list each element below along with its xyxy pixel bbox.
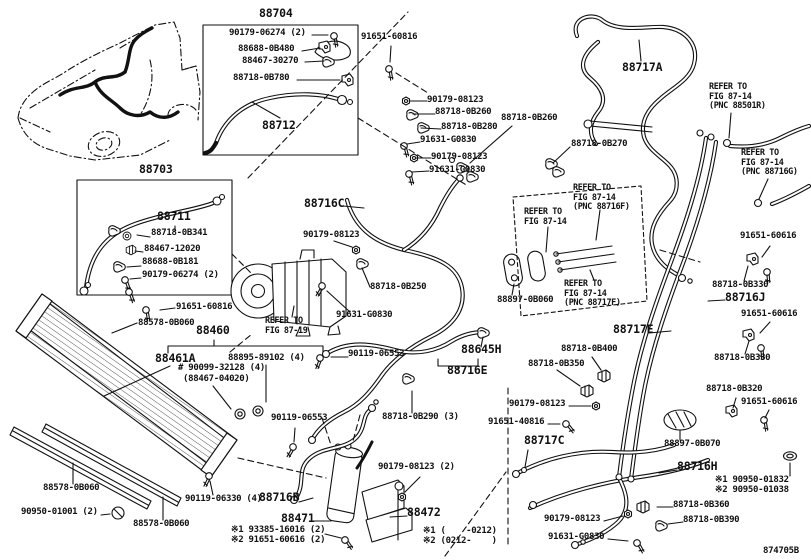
part-label-88718-0B390: 88718-0B390 xyxy=(683,515,740,525)
part-label-91631-G0830-d: 91631-G0830 xyxy=(548,532,605,542)
part-label-88712: 88712 xyxy=(262,118,296,132)
part-label-88718-0B290: 88718-0B290 (3) xyxy=(382,412,459,422)
part-label-90179-08123-b: 90179-08123 xyxy=(431,152,488,162)
part-label-91631-G0830-a: 91631-G0830 xyxy=(420,135,477,145)
bracket-lines xyxy=(167,339,479,371)
part-label-88718-0B280: 88718-0B280 xyxy=(441,122,498,132)
part-label-88578-0B060-c: 88578-0B060 xyxy=(138,318,195,328)
part-label-note1-93385-16016: ※1 93385-16016 (2) xyxy=(231,525,326,535)
grommets xyxy=(503,250,798,461)
part-label-88578-0B060-a: 88578-0B060 xyxy=(43,483,100,493)
part-label-90179-08123-a: 90179-08123 xyxy=(427,95,484,105)
part-label-91651-60616-a: 91651-60616 xyxy=(740,231,797,241)
part-label-88645H: 88645H xyxy=(461,342,502,356)
receiver-drier-88471 xyxy=(326,442,364,524)
part-label-91651-60616-c: 91651-60616 xyxy=(741,397,798,407)
leader-lines xyxy=(72,34,791,542)
part-label-note1-90950-01832: ※1 90950-01832 xyxy=(715,475,789,485)
part-label-88688-0B181: 88688-0B181 xyxy=(142,257,199,267)
part-label-90119-06330: 90119-06330 (4) xyxy=(185,494,262,504)
dashed-lines xyxy=(229,11,701,557)
bracket-88472 xyxy=(361,479,413,543)
part-label-88716J: 88716J xyxy=(725,290,766,304)
part-label-note1-date: ※1 ( -0212) xyxy=(423,526,497,536)
part-label-88897-0B070: 88897-0B070 xyxy=(664,439,721,449)
part-label-88718-0B330-b: 88718-0B330 xyxy=(714,353,771,363)
part-label-88717C: 88717C xyxy=(524,433,565,447)
part-label-90179-08123-e: 90179-08123 xyxy=(544,514,601,524)
part-label-88578-0B060-b: 88578-0B060 xyxy=(133,519,190,529)
part-label-91631-G0830-c: 91631-G0830 xyxy=(336,310,393,320)
part-label-88461A: 88461A xyxy=(155,351,196,365)
part-label-90179-06274-b: 90179-06274 (2) xyxy=(142,270,219,280)
part-label-88716B: 88716B xyxy=(259,490,300,504)
pipes xyxy=(293,14,811,547)
part-label-88718-0B260-b: 88718-0B260 xyxy=(501,113,558,123)
part-label-88471: 88471 xyxy=(281,511,315,525)
part-label-90119-06553-a: 90119-06553 xyxy=(348,349,405,359)
part-label-88460: 88460 xyxy=(196,323,230,337)
part-label-88895-89102: 88895-89102 (4) xyxy=(228,353,305,363)
part-label-88467-04020: (88467-04020) xyxy=(183,374,250,384)
harness-routing xyxy=(58,26,180,119)
fastener-icons xyxy=(108,30,777,554)
part-label-91651-60616-b: 91651-60616 xyxy=(741,309,798,319)
part-label-88716C: 88716C xyxy=(304,196,345,210)
part-label-88467-30270: 88467-30270 xyxy=(242,56,299,66)
part-label-90179-08123-c: 90179-08123 xyxy=(303,230,360,240)
part-label-90179-08123-f: 90179-08123 (2) xyxy=(378,462,455,472)
part-label-88467-12020: 88467-12020 xyxy=(144,244,201,254)
part-label-88703: 88703 xyxy=(139,162,173,176)
part-label-88718-0B320: 88718-0B320 xyxy=(706,384,763,394)
part-label-88718-0B341: 88718-0B341 xyxy=(151,228,208,238)
part-label-90950-01001: 90950-01001 (2) xyxy=(21,507,98,517)
part-label-88704: 88704 xyxy=(259,6,293,20)
part-label-88716H: 88716H xyxy=(677,459,718,473)
part-label-88718-0B350: 88718-0B350 xyxy=(528,359,585,369)
part-label-88718-0B330-a: 88718-0B330 xyxy=(712,280,769,290)
part-label-88472: 88472 xyxy=(407,505,441,519)
part-label-90179-06274-a: 90179-06274 (2) xyxy=(229,28,306,38)
part-label-88718-0B360: 88718-0B360 xyxy=(673,500,730,510)
part-label-90119-06553-b: 90119-06553 xyxy=(271,413,328,423)
part-label-note2-90950-01038: ※2 90950-01038 xyxy=(715,485,789,495)
part-label-88718-0B780: 88718-0B780 xyxy=(233,73,290,83)
part-label-88688-0B480: 88688-0B480 xyxy=(238,44,295,54)
figure-code: 874705B xyxy=(763,546,799,556)
part-label-91651-40816: 91651-40816 xyxy=(488,417,545,427)
part-label-90099-32128: # 90099-32128 (4) xyxy=(178,363,266,373)
part-label-88718-0B250: 88718-0B250 xyxy=(370,282,427,292)
part-label-88718-0B260-a: 88718-0B260 xyxy=(435,107,492,117)
truck-outline xyxy=(17,21,201,161)
part-label-91651-60816-b: 91651-60816 xyxy=(176,302,233,312)
part-label-88718-0B270: 88718-0B270 xyxy=(571,139,628,149)
part-label-91631-G0830-b: 91631-G0830 xyxy=(429,165,486,175)
part-label-88897-0B060: 88897-0B060 xyxy=(497,295,554,305)
part-label-88717A: 88717A xyxy=(622,60,663,74)
part-label-note2-91651-60616: ※2 91651-60616 (2) xyxy=(231,535,326,545)
part-label-88718-0B400: 88718-0B400 xyxy=(561,344,618,354)
part-label-90179-08123-d: 90179-08123 xyxy=(509,399,566,409)
compressor xyxy=(230,249,347,337)
part-label-note2-date: ※2 (0212- ) xyxy=(423,536,497,546)
part-label-88716E: 88716E xyxy=(447,363,488,377)
box-88703 xyxy=(76,179,233,296)
part-label-88717E: 88717E xyxy=(613,322,654,336)
part-label-88711: 88711 xyxy=(157,209,191,223)
part-label-91651-60816-a: 91651-60816 xyxy=(361,32,418,42)
